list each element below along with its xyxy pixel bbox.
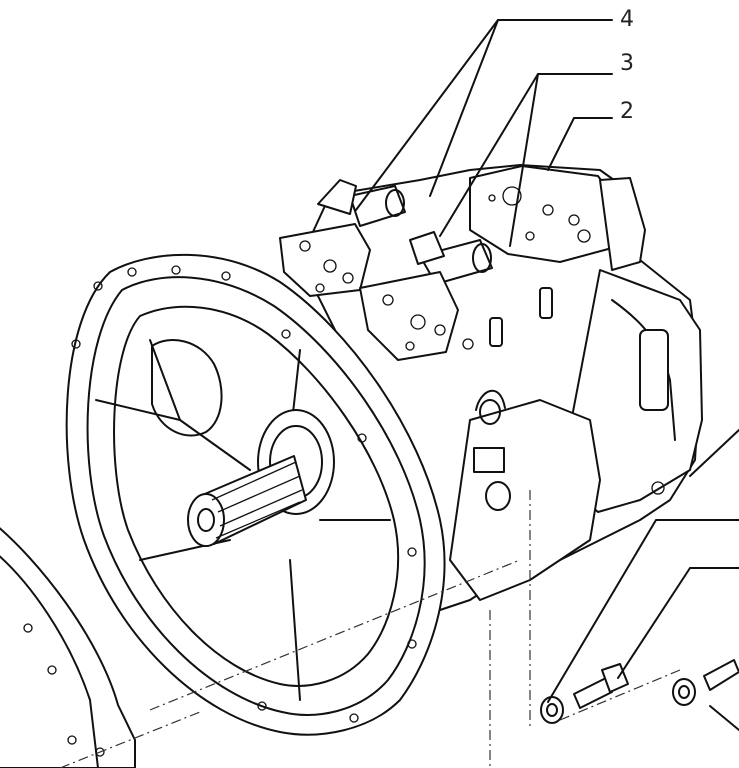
- solenoid-valve-front: [359, 231, 553, 361]
- pump-body: [299, 164, 703, 611]
- callout-4: 4: [620, 7, 634, 32]
- flywheel-housing-left: [0, 527, 136, 768]
- callout-3: 3: [620, 51, 634, 76]
- solenoid-valve-rear: [279, 179, 406, 297]
- assembly-centerlines: [59, 490, 681, 768]
- callout-2: 2: [620, 99, 634, 124]
- callout-leaders: [355, 19, 739, 731]
- drive-shaft: [187, 409, 335, 547]
- bolt-with-washer-2: [672, 659, 739, 706]
